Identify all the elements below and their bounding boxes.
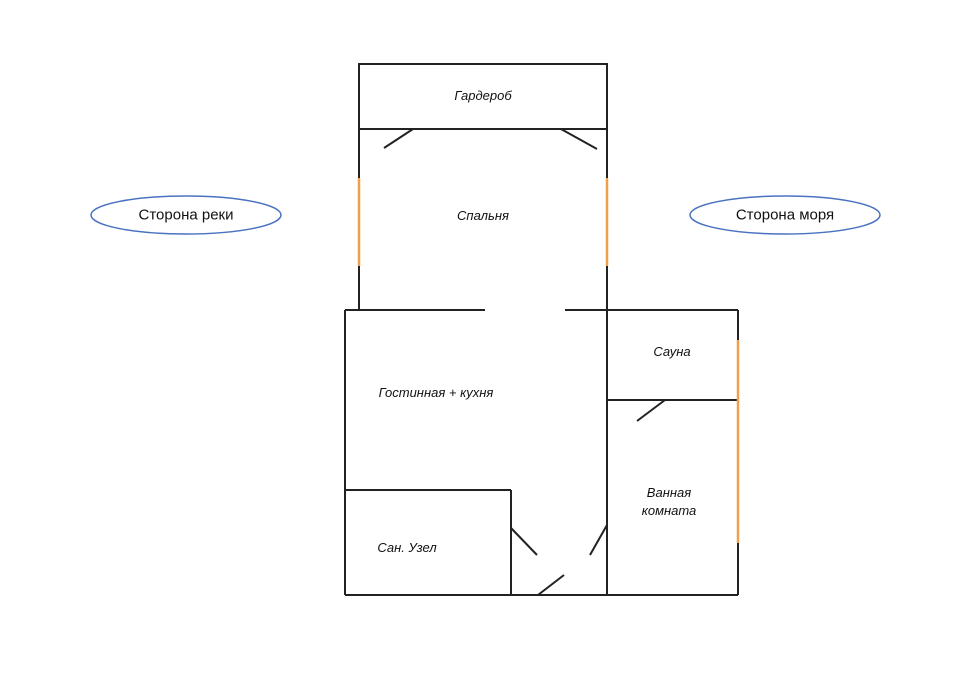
wardrobe-door-right (560, 128, 598, 150)
wardrobe-label: Гардероб (454, 88, 512, 103)
sauna-label: Сауна (653, 344, 691, 359)
river-side-ellipse (90, 195, 282, 235)
bathroom-label-1: Ванная (646, 485, 692, 500)
wardrobe-door-left (383, 128, 414, 149)
river-side-label: Сторона реки (138, 206, 234, 224)
sea-side-label: Сторона моря (735, 206, 835, 224)
bathroom-door (589, 524, 608, 556)
toilet-door (510, 527, 538, 556)
toilet-label: Сан. Узел (377, 540, 437, 555)
bathroom-label-2: комната (641, 503, 697, 518)
living-kitchen-label: Гостинная + кухня (378, 385, 494, 400)
entrance-door (537, 574, 565, 596)
bedroom-label: Спальня (457, 208, 509, 223)
wardrobe-wall (358, 63, 608, 130)
sauna-door (636, 399, 666, 422)
sea-side-ellipse (689, 195, 881, 235)
